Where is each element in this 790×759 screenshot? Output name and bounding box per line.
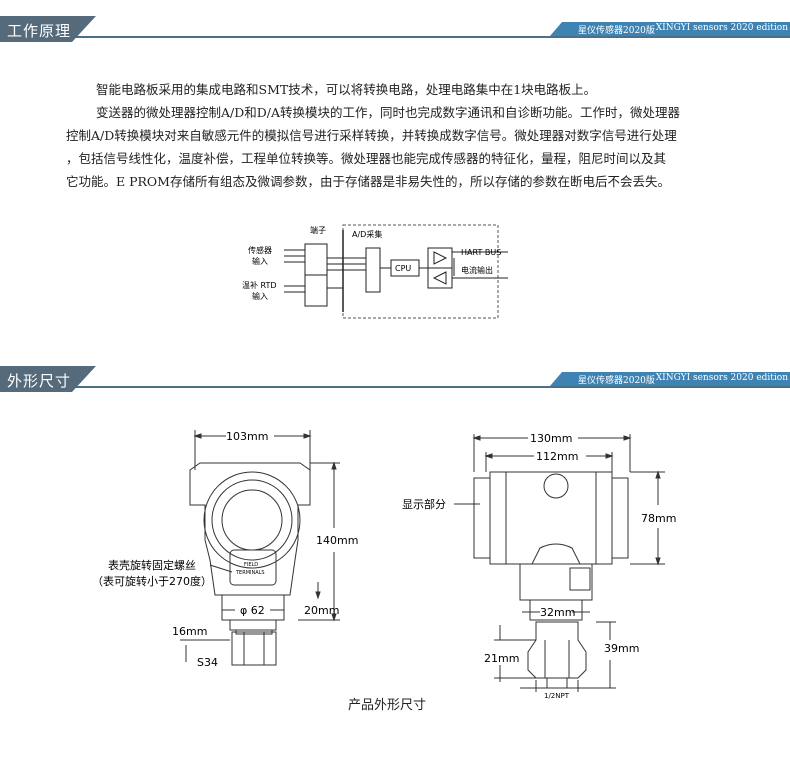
terminals-label: TERMINALS — [235, 570, 265, 576]
badge-chinese: 星仪传感器2020版 — [578, 26, 655, 36]
terminal-plate — [229, 549, 277, 586]
rotation-note: （表可旋转小于270度） — [92, 574, 212, 588]
paragraph-line: 智能电路板采用的集成电路和SMT技术，可以将转换电路，处理电路集中在1块电路板上… — [96, 82, 597, 97]
dim-78: 78mm — [641, 512, 676, 525]
cpu-label: CPU — [395, 264, 411, 273]
ad-dashed-box — [342, 224, 499, 319]
dim-112: 112mm — [536, 450, 578, 463]
dim-39: 39mm — [604, 642, 639, 655]
paragraph-line: 变送器的微处理器控制A/D和D/A转换模块的工作，同时也完成数字通讯和自诊断功能… — [96, 105, 681, 120]
section-header-dimensions: 外形尺寸 星仪传感器2020版 XINGYI sensors 2020 edit… — [0, 366, 790, 392]
current-output-label: 电流输出 — [461, 265, 493, 275]
housing-outline — [189, 462, 311, 596]
npt-label: 1/2NPT — [544, 692, 570, 700]
rear-cover — [611, 477, 629, 559]
cover-inner — [211, 479, 293, 561]
body-outline — [489, 471, 613, 565]
ad-label: A/D采集 — [352, 229, 382, 239]
dim-s34: S34 — [197, 656, 218, 669]
dim-103: 103mm — [226, 430, 268, 443]
badge-english: XINGYI sensors 2020 edition — [655, 23, 788, 33]
section-title: 工作原理 — [7, 22, 72, 40]
field-label: FIELD — [244, 562, 258, 568]
paragraph-line: 控制A/D转换模块对来自敏感元件的模拟信号进行采样转换，并转换成数字信号。微处理… — [66, 128, 677, 143]
badge-english: XINGYI sensors 2020 edition — [655, 373, 788, 383]
section-title: 外形尺寸 — [7, 372, 72, 390]
paragraph-line: ，包括信号线性化，温度补偿，工程单位转换等。微处理器也能完成传感器的特征化，量程… — [66, 151, 667, 166]
screw-note: 表壳旋转固定螺丝 — [108, 558, 196, 572]
cover-window — [221, 489, 283, 551]
dim-20: 20mm — [304, 604, 339, 617]
rtd-input-label: 温补 RTD — [242, 280, 277, 290]
drawing-caption: 产品外形尺寸 — [348, 698, 427, 713]
sensor-input-label: 传感器 — [248, 245, 272, 255]
dim-16: 16mm — [172, 625, 207, 638]
dim-140: 140mm — [316, 534, 358, 547]
paragraph-line: 它功能。E PROM存储所有组态及微调参数，由于存储器是非易失性的，所以存储的参… — [66, 174, 670, 189]
edition-badge: 星仪传感器2020版 XINGYI sensors 2020 edition — [550, 372, 790, 386]
hart-label: HART BUS — [461, 248, 501, 257]
input-arrows — [284, 249, 366, 293]
header-rule — [0, 36, 790, 38]
terminal-label: 端子 — [310, 225, 326, 235]
block-diagram: 端子 A/D采集 传感器 输入 温补 RTD 输入 CPU HART BUS 电… — [242, 224, 508, 319]
display-cover — [473, 477, 491, 559]
adc-block — [365, 247, 381, 293]
rtd-input-label-2: 输入 — [252, 291, 268, 301]
rx-triangle-icon — [432, 271, 447, 285]
sensor-input-label-2: 输入 — [252, 256, 268, 266]
edition-badge: 星仪传感器2020版 XINGYI sensors 2020 edition — [550, 22, 790, 36]
dim-32: 32mm — [540, 606, 575, 619]
dim-phi62: φ 62 — [240, 604, 265, 617]
dim-130: 130mm — [530, 432, 572, 445]
badge-chinese: 星仪传感器2020版 — [578, 376, 655, 386]
display-label: 显示部分 — [402, 497, 446, 511]
cover-outer — [203, 471, 301, 569]
header-rule — [0, 386, 790, 388]
dim-21: 21mm — [484, 652, 519, 665]
tx-triangle-icon — [433, 251, 448, 265]
section-header-principle: 工作原理 星仪传感器2020版 XINGYI sensors 2020 edit… — [0, 16, 790, 42]
